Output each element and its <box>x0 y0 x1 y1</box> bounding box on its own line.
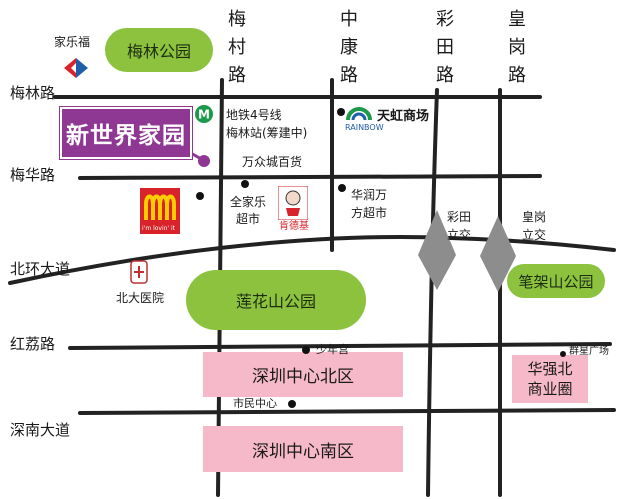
poi-wanzhong: 万众城百货 <box>242 155 303 169</box>
target-new-world-garden: 新世界家园 <box>60 107 192 159</box>
road-hongli <box>68 342 612 350</box>
road-label-meicun: 梅村路 <box>228 9 246 86</box>
poi-carrefour-label: 家乐福 <box>54 35 91 49</box>
qunxing-dot <box>560 351 566 357</box>
poi-huanggang-interchange: 皇岗 立交 <box>522 210 547 242</box>
road-meihua <box>78 174 542 180</box>
road-caitian <box>426 88 439 497</box>
poi-metro-line: 地铁4号线 <box>226 108 282 122</box>
park-meilin-label: 梅林公园 <box>126 42 191 61</box>
kfc-logo-icon <box>278 186 308 220</box>
zone-center-north: 深圳中心北区 <box>203 352 403 397</box>
poi-caitian-interchange: 彩田 立交 <box>447 210 472 242</box>
huarun-dot <box>338 184 346 192</box>
rainbow-logo-icon <box>346 107 372 121</box>
road-label-meihua: 梅华路 <box>10 166 56 184</box>
road-label-huanggang: 皇岗路 <box>508 9 526 86</box>
road-label-hongli: 红荔路 <box>10 335 56 353</box>
poi-beida-hospital: 北大医院 <box>116 291 165 305</box>
poi-huarun: 华润万 方超市 <box>351 188 388 220</box>
poi-metro-station: 梅林站(筹建中) <box>226 126 308 140</box>
zone-huaqiang-label: 华强北 商业圈 <box>527 360 573 398</box>
park-meilin: 梅林公园 <box>105 28 213 72</box>
rainbow-dot <box>337 108 345 116</box>
huanggang-interchange <box>480 216 516 292</box>
jiajiale-dot <box>241 180 249 188</box>
park-bijia: 笔架山公园 <box>507 264 605 298</box>
zone-center-south: 深圳中心南区 <box>203 426 403 472</box>
mcdonalds-logo-icon <box>140 188 180 234</box>
road-label-caitian: 彩田路 <box>436 9 454 86</box>
mcdonalds-dot <box>196 192 204 200</box>
road-beihuan <box>8 235 616 285</box>
zone-center-south-label: 深圳中心南区 <box>252 441 354 462</box>
poi-mcdonalds-slogan: i'm lovin' it <box>142 225 176 232</box>
road-label-shennan: 深南大道 <box>10 421 71 439</box>
poi-civic-center: 市民中心 <box>233 397 277 410</box>
caitian-interchange <box>418 210 456 290</box>
carrefour-icon <box>64 58 88 78</box>
civic-center-dot <box>288 400 296 408</box>
metro-icon: M <box>195 105 213 123</box>
zone-center-north-label: 深圳中心北区 <box>252 367 354 387</box>
poi-qunxing-square: 群星广场 <box>569 346 609 357</box>
poi-jiajiale: 全家乐 超市 <box>230 195 267 226</box>
poi-rainbow: 天虹商场 <box>377 109 430 124</box>
road-label-meilin: 梅林路 <box>10 84 56 102</box>
park-lianhua-label: 莲花山公园 <box>235 292 316 311</box>
poi-youth-palace: 少年宫 <box>316 343 349 356</box>
road-label-beihuan: 北环大道 <box>10 260 71 278</box>
road-label-zhongkang: 中康路 <box>340 9 358 86</box>
hospital-logo-icon <box>130 260 148 284</box>
park-lianhua: 莲花山公园 <box>186 270 366 330</box>
zone-huaqiang: 华强北 商业圈 <box>512 355 588 403</box>
poi-rainbow-en: RAINBOW <box>345 123 384 132</box>
target-pointer-dot <box>198 155 210 167</box>
park-bijia-label: 笔架山公园 <box>518 272 594 291</box>
svg-text:M: M <box>198 108 210 122</box>
road-shennan <box>78 408 616 415</box>
youth-palace-dot <box>302 346 310 354</box>
poi-kfc: 肯德基 <box>279 221 309 232</box>
